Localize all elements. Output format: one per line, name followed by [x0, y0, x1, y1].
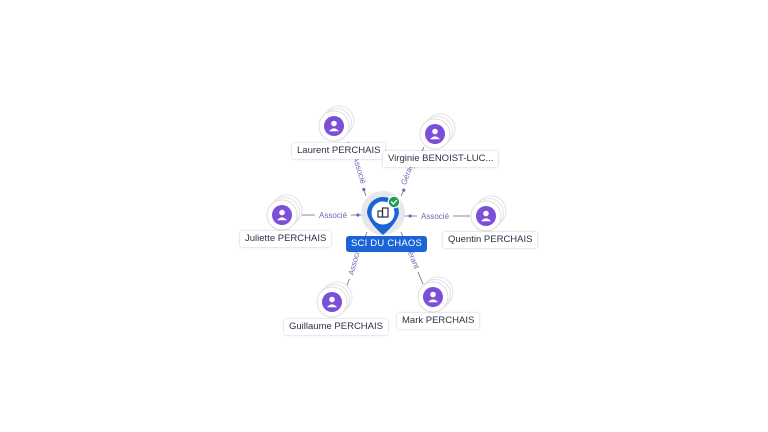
person-node[interactable] [266, 194, 303, 231]
edge-arrow-icon [402, 188, 406, 192]
company-name-label[interactable]: SCI DU CHAOS [346, 236, 428, 252]
person-name-label[interactable]: Guillaume PERCHAIS [284, 319, 388, 335]
person-name-label[interactable]: Quentin PERCHAIS [443, 232, 538, 248]
person-node[interactable] [318, 105, 355, 142]
person-node[interactable] [417, 276, 454, 313]
check-badge-icon [387, 195, 401, 209]
edge-arrow-icon [356, 213, 360, 217]
person-node[interactable] [470, 195, 507, 232]
svg-text:Associé: Associé [421, 212, 450, 221]
edge-arrow-icon [362, 187, 366, 192]
relationship-role-label: Associé [314, 211, 352, 220]
person-icon [476, 206, 496, 226]
svg-text:Associé: Associé [351, 156, 368, 186]
person-icon [324, 116, 344, 136]
person-node[interactable] [419, 113, 456, 150]
person-node[interactable] [316, 281, 353, 318]
person-icon [272, 205, 292, 225]
person-name-label[interactable]: Juliette PERCHAIS [240, 231, 332, 247]
person-name-label[interactable]: Virginie BENOIST-LUC... [383, 151, 499, 167]
person-icon [425, 124, 445, 144]
edge-arrow-icon [408, 214, 412, 218]
svg-text:Associé: Associé [319, 211, 348, 220]
relationship-role-label: Associé [416, 212, 454, 221]
person-icon [322, 292, 342, 312]
person-name-label[interactable]: Laurent PERCHAIS [292, 143, 386, 159]
company-node[interactable] [361, 191, 405, 235]
building-icon [377, 207, 389, 218]
person-icon [423, 287, 443, 307]
person-name-label[interactable]: Mark PERCHAIS [397, 313, 480, 329]
